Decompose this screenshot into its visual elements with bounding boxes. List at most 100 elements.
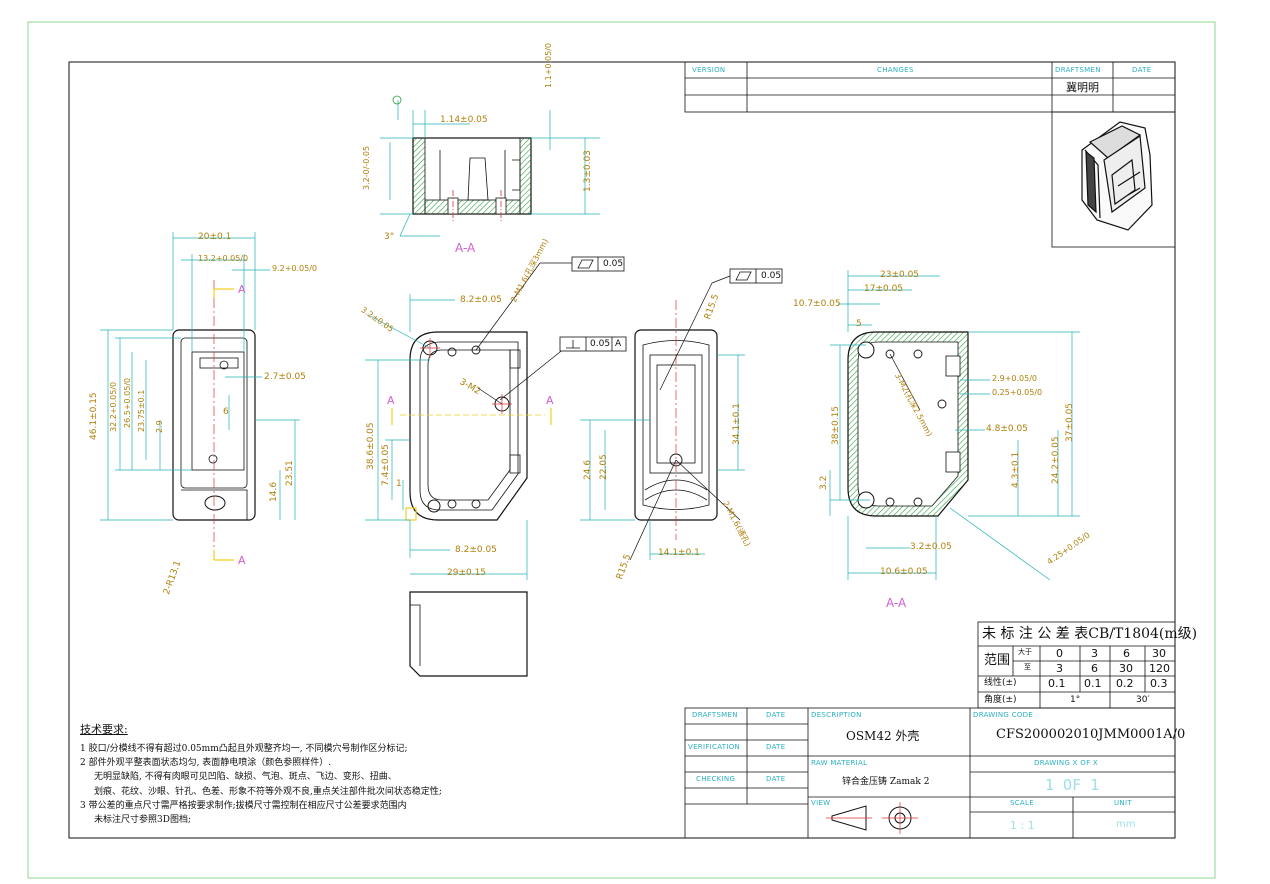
tb-date-label-3: DATE — [766, 775, 786, 783]
tech-req-line-2: 2 部件外观平整表面状态均匀, 表面静电喷涂（颜色参照样件）. — [80, 758, 332, 768]
tb-verification-label: VERIFICATION — [688, 743, 741, 751]
dim-1-1: 1.1+0.05/0 — [544, 42, 553, 88]
dim-24-2: 24.2±0.05 — [1051, 436, 1061, 484]
title-block-grid — [684, 707, 1176, 839]
dim-23-51: 23.51 — [285, 460, 295, 486]
tolerance-angle-label: 角度(±) — [984, 695, 1017, 705]
tolerance-above-label: 大于 — [1018, 648, 1032, 656]
section-arrow-a-4: A — [546, 394, 554, 407]
dim-8-2-bot: 8.2±0.05 — [455, 545, 497, 555]
dim-14-6: 14.6 — [269, 481, 279, 502]
dim-7-4: 7.4±0.05 — [381, 444, 391, 486]
revision-block — [684, 61, 1176, 248]
gtol-datum-3: A — [615, 339, 622, 349]
tolerance-linear-label: 线性(±) — [984, 678, 1017, 688]
tolerance-upto-label: 至 — [1024, 663, 1031, 671]
dim-1-14: 1.14±0.05 — [440, 115, 488, 125]
tb-unit: mm — [1116, 819, 1136, 830]
dim-1: 1 — [396, 479, 402, 489]
gtol-value-2: 0.05 — [761, 271, 782, 281]
section-label-right: A-A — [886, 596, 907, 610]
bottom-view — [409, 591, 528, 677]
dim-3deg: 3° — [384, 232, 395, 242]
section-arrow-a-2: A — [238, 554, 246, 567]
dim-29: 29±0.15 — [447, 568, 487, 578]
outer-border — [27, 21, 1216, 879]
tb-draftsmen-label: DRAFTSMEN — [692, 711, 738, 719]
tb-drawing-code: CFS200002010JMM0001A/0 — [996, 727, 1186, 742]
dim-26-5: 26.5+0.05/0 — [123, 377, 132, 428]
dim-2-9-right: 2.9+0.05/0 — [992, 374, 1038, 383]
tolerance-linear-1: 0.1 — [1084, 677, 1102, 690]
dim-10-7: 10.7±0.05 — [793, 299, 841, 309]
rev-header-date: DATE — [1132, 66, 1152, 74]
dim-10-6: 10.6±0.05 — [880, 567, 928, 577]
inner-border — [68, 61, 1176, 839]
tolerance-upto-0: 3 — [1056, 662, 1063, 675]
tech-req-line-3: 无明显缺陷, 不得有肉眼可见凹陷、缺损、气泡、斑点、飞边、变形、扭曲、 — [94, 772, 397, 782]
rev-header-draftsmen: DRAFTSMEN — [1055, 66, 1101, 74]
tolerance-upto-1: 6 — [1091, 662, 1098, 675]
dim-34-1: 34.1±0.1 — [732, 403, 742, 445]
tolerance-above-0: 0 — [1056, 647, 1063, 660]
tb-description-label: DESCRIPTION — [811, 711, 862, 719]
dim-23: 23±0.05 — [880, 270, 920, 280]
dim-3-2-vert: 3.2 — [819, 475, 829, 490]
tolerance-upto-2: 30 — [1119, 662, 1133, 675]
section-arrow-a-3: A — [387, 394, 395, 407]
tech-req-line-6: 未标注尺寸参照3D图档; — [94, 815, 191, 825]
tb-description: OSM42 外壳 — [846, 729, 920, 743]
center-front-view — [365, 262, 572, 580]
rev-draftsman-name: 冀明明 — [1066, 81, 1099, 94]
gtol-value-1: 0.05 — [603, 259, 624, 269]
gtol-value-3: 0.05 — [590, 339, 611, 349]
tb-drawing-code-label: DRAWING CODE — [973, 711, 1034, 719]
dim-1-3: 1.3±0.03 — [583, 150, 593, 192]
dim-5: 5 — [856, 319, 862, 329]
dim-37: 37±0.05 — [1065, 402, 1075, 442]
section-label-top: A-A — [455, 241, 476, 255]
tb-view-label: VIEW — [811, 799, 831, 807]
rev-header-version: VERSION — [692, 66, 726, 74]
dim-20: 20±0.1 — [198, 232, 232, 242]
top-section-view — [380, 95, 600, 237]
tb-raw-material: 锌合金压铸 Zamak 2 — [842, 777, 930, 787]
dim-3-2-horiz: 3.2±0.05 — [910, 542, 952, 552]
dim-22-05: 22.05 — [599, 454, 609, 480]
gtol-frames — [559, 256, 783, 352]
projection-symbol — [826, 802, 918, 834]
dim-14-1: 14.1±0.1 — [658, 548, 700, 558]
tolerance-above-3: 30 — [1152, 647, 1166, 660]
tolerance-range-label: 范围 — [984, 653, 1011, 668]
tb-drawing-x-of-x-label: DRAWING X OF X — [1034, 759, 1099, 767]
tech-req-line-1: 1 胶口/分模线不得有超过0.05mm凸起且外观整齐均一, 不同模穴号制作区分标… — [80, 744, 408, 754]
right-section-view — [829, 270, 1080, 581]
dim-4-8: 4.8±0.05 — [986, 424, 1028, 434]
dim-2-9: 2.9 — [155, 420, 164, 433]
tb-date-label-1: DATE — [766, 711, 786, 719]
tb-drawing-x-of-x: 1 OF 1 — [1045, 776, 1100, 794]
tolerance-above-1: 3 — [1091, 647, 1098, 660]
isometric-view — [1081, 121, 1153, 231]
tolerance-linear-0: 0.1 — [1048, 677, 1066, 690]
tb-unit-label: UNIT — [1114, 799, 1132, 807]
dim-9-2: 9.2+0.05/0 — [272, 264, 318, 273]
tolerance-angle-0: 1° — [1070, 695, 1081, 705]
tolerance-linear-2: 0.2 — [1116, 677, 1134, 690]
dim-23-75: 23.75±0.1 — [137, 389, 146, 432]
dim-3-2: 3.2-0/-0.05 — [362, 145, 371, 190]
dim-24-6: 24.6 — [583, 459, 593, 480]
section-arrow-a-1: A — [238, 283, 246, 296]
dim-8-2-top: 8.2±0.05 — [460, 295, 502, 305]
tb-checking-label: CHECKING — [696, 775, 736, 783]
tolerance-table-title: 未 标 注 公 差 表CB/T1804(m级) — [982, 626, 1198, 642]
dim-46-1: 46.1±0.15 — [89, 392, 99, 440]
tb-raw-material-label: RAW MATERIAL — [811, 759, 868, 767]
dim-13-2: 13.2+0.05/0 — [198, 254, 249, 263]
tolerance-above-2: 6 — [1123, 647, 1130, 660]
dim-4-3: 4.3±0.1 — [1011, 451, 1021, 488]
tb-date-label-2: DATE — [766, 743, 786, 751]
dim-32-2: 32.2+0.05/0 — [109, 381, 118, 432]
tb-scale: 1 : 1 — [1010, 819, 1035, 832]
